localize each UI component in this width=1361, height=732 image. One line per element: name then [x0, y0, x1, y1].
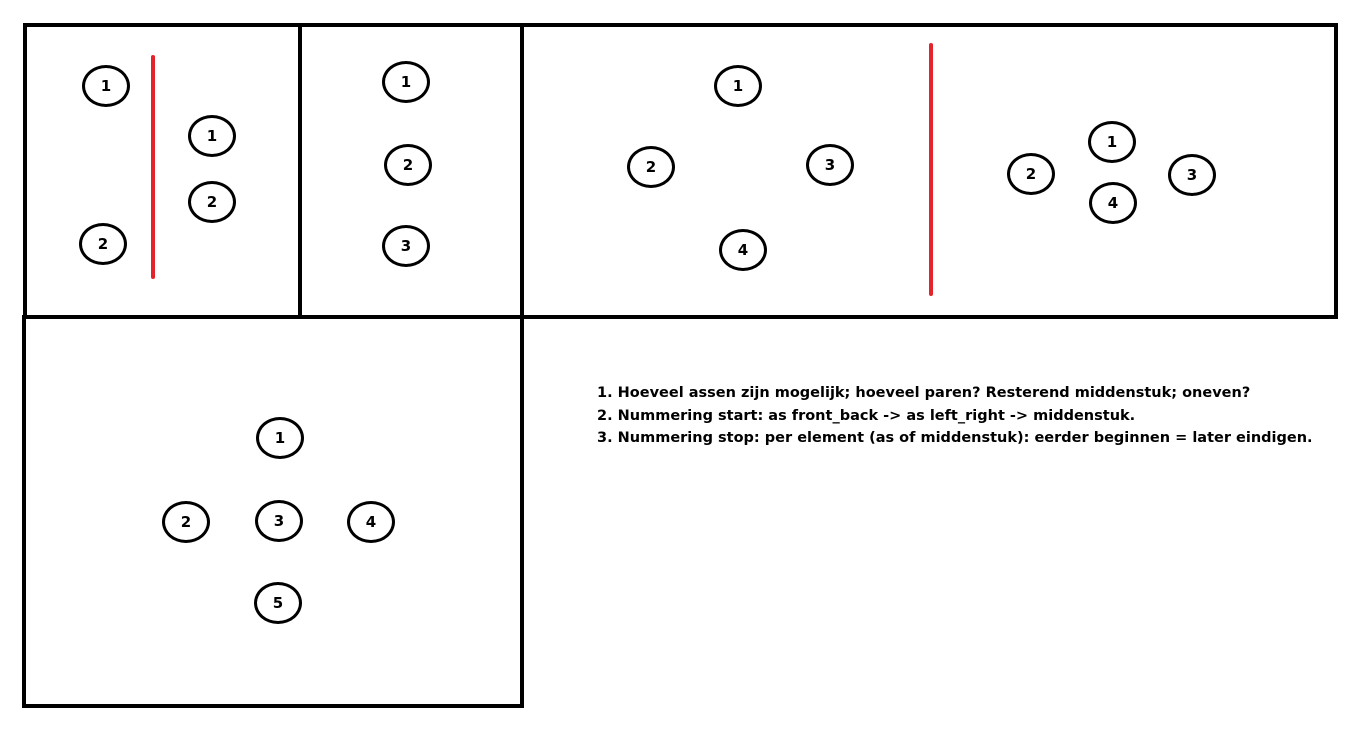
panel-3-node: 2 [627, 146, 675, 188]
panel-1-node: 1 [188, 115, 236, 157]
panel-2-node: 1 [382, 61, 430, 103]
panel-3-node: 3 [1168, 154, 1216, 196]
panel-3-node: 4 [1089, 182, 1137, 224]
note-item: 1. Hoeveel assen zijn mogelijk; hoeveel … [597, 385, 1251, 401]
panel-1-node: 2 [188, 181, 236, 223]
panel-4-node: 2 [162, 501, 210, 543]
panel-3-node: 1 [1088, 121, 1136, 163]
panel-3-node: 1 [714, 65, 762, 107]
panel-3-node: 2 [1007, 153, 1055, 195]
note-item: 3. Nummering stop: per element (as of mi… [597, 430, 1313, 446]
panel-2-node: 3 [382, 225, 430, 267]
panel-3-node: 3 [806, 144, 854, 186]
symmetry-axis-panel-1 [151, 55, 155, 279]
panel-4-node: 4 [347, 501, 395, 543]
panel-4-node: 1 [256, 417, 304, 459]
panel-4-node: 3 [255, 500, 303, 542]
panel-1-node: 2 [79, 223, 127, 265]
panel-3-node: 4 [719, 229, 767, 271]
symmetry-axis-panel-3 [929, 43, 933, 296]
panel-1-node: 1 [82, 65, 130, 107]
panel-4-node: 5 [254, 582, 302, 624]
diagram-panel-1 [23, 23, 302, 319]
note-item: 2. Nummering start: as front_back -> as … [597, 407, 1136, 424]
notes-list: 1. Hoeveel assen zijn mogelijk; hoeveel … [597, 382, 1313, 450]
panel-2-node: 2 [384, 144, 432, 186]
